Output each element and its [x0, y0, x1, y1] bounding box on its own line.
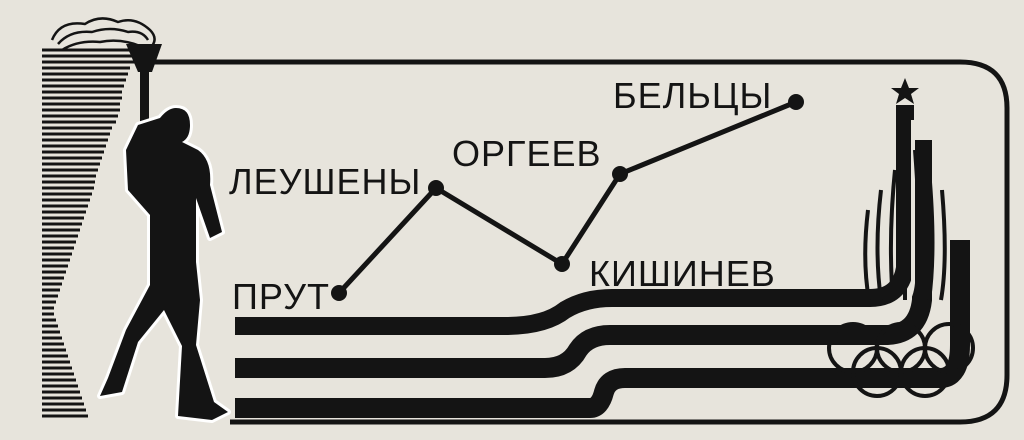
hatched-panel [42, 48, 150, 418]
track-stripes [235, 105, 970, 418]
city-label-kishinev: КИШИНЕВ [589, 253, 776, 294]
torch-icon [126, 44, 162, 72]
track-separators [235, 120, 943, 391]
route-stop-marker [788, 94, 804, 110]
route-stop-marker [554, 256, 570, 272]
city-label-leusheny: ЛЕУШЕНЫ [229, 161, 422, 202]
frame-border [150, 59, 1010, 425]
route-stop-marker [331, 285, 347, 301]
star-icon [891, 78, 919, 104]
torch-bearer-icon [97, 105, 231, 423]
route-stop-marker [428, 180, 444, 196]
route-stop-marker [612, 166, 628, 182]
city-label-orgeev: ОРГЕЕВ [452, 133, 602, 174]
city-label-prut: ПРУТ [232, 276, 330, 317]
torch-flame-icon [50, 17, 156, 52]
moscow-olympics-emblem-icon [863, 108, 947, 301]
city-label-beltsy: БЕЛЬЦЫ [613, 75, 773, 116]
olympic-rings-icon [827, 322, 975, 398]
